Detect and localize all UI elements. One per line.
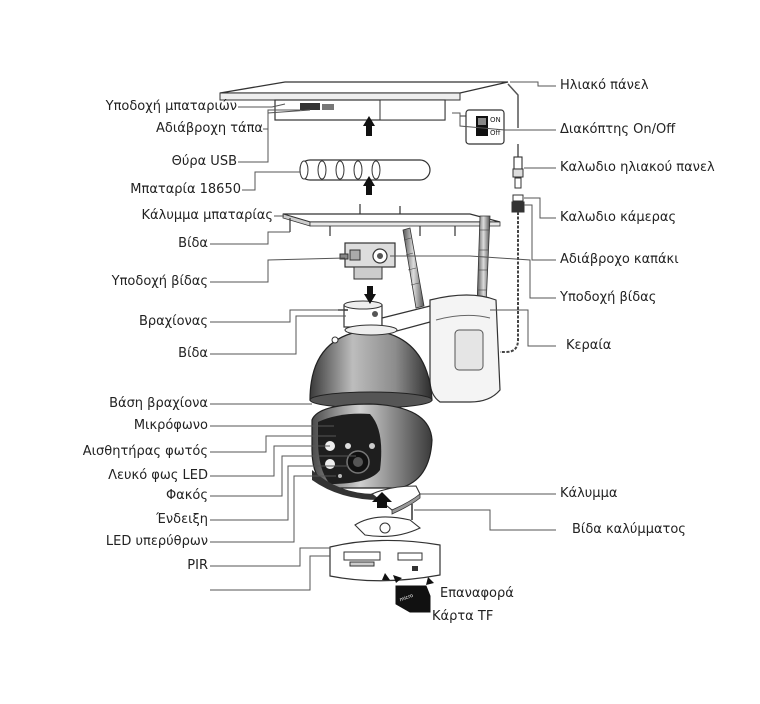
- label-battery-cover: Κάλυμμα μπαταρίας: [141, 208, 273, 223]
- label-waterproof-cap: Αδιάβροχο καπάκι: [560, 252, 679, 267]
- label-reset: Επαναφορά: [440, 586, 514, 601]
- label-tf-card: Κάρτα TF: [432, 609, 494, 624]
- label-pir: PIR: [187, 558, 208, 573]
- tf-card-part: micro: [395, 585, 431, 613]
- label-white-led: Λευκό φως LED: [108, 468, 208, 483]
- base-cap-part: [354, 516, 422, 537]
- switch-off-mark: Off: [490, 129, 501, 137]
- label-on-off-switch: Διακόπτης On/Off: [560, 122, 676, 137]
- solar-panel-part: [219, 81, 509, 121]
- label-camera-cable: Καλωδιο κάμερας: [560, 210, 677, 225]
- camera-cable-connector: [511, 194, 525, 213]
- bottom-panel-part: [329, 539, 441, 582]
- label-solar-cable: Καλωδιο ηλιακού πανελ: [560, 160, 715, 175]
- battery-18650-part: [299, 159, 431, 181]
- screw-socket-part: [339, 242, 396, 280]
- label-battery-18650: Μπαταρία 18650: [130, 182, 241, 197]
- assembly-arrows: [363, 116, 434, 585]
- label-usb-port: Θύρα USB: [171, 154, 237, 169]
- label-cover-screw: Βίδα καλύμματος: [572, 522, 686, 537]
- label-light-sensor: Αισθητήρας φωτός: [82, 444, 208, 459]
- label-arm-base: Βάση βραχίονα: [109, 396, 208, 411]
- leader-lines-right: [390, 81, 556, 531]
- leader-lines-left: [210, 103, 356, 591]
- usb-port-part: [300, 103, 334, 110]
- svg-text:micro: micro: [399, 593, 414, 603]
- label-ir-led: LED υπερύθρων: [105, 534, 208, 549]
- switch-on-mark: ON: [490, 116, 501, 124]
- label-screw-socket-left: Υποδοχή βίδας: [111, 274, 208, 289]
- antenna-part: [402, 215, 491, 309]
- label-lens: Φακός: [165, 488, 208, 503]
- label-indicator: Ένδειξη: [156, 512, 208, 527]
- label-solar-panel: Ηλιακό πάνελ: [560, 78, 649, 93]
- label-screw-1: Βίδα: [178, 236, 208, 251]
- label-battery-holder: Υποδοχή μπαταριών: [105, 99, 237, 114]
- battery-cover-part: [282, 204, 501, 236]
- label-antenna: Κεραία: [566, 338, 612, 353]
- label-screw-2: Βίδα: [178, 346, 208, 361]
- dome-part: [309, 324, 433, 409]
- label-cover: Κάλυμμα: [560, 486, 618, 501]
- label-screw-socket-right: Υποδοχή βίδας: [560, 290, 657, 305]
- label-arm: Βραχίονας: [138, 314, 208, 329]
- solar-cable-connector: [512, 156, 524, 189]
- label-waterproof-plug: Αδιάβροχη τάπα: [156, 121, 263, 136]
- on-off-switch-part: ON Off: [465, 109, 505, 145]
- label-microphone: Μικρόφωνο: [133, 418, 208, 433]
- rear-housing-part: [429, 294, 501, 403]
